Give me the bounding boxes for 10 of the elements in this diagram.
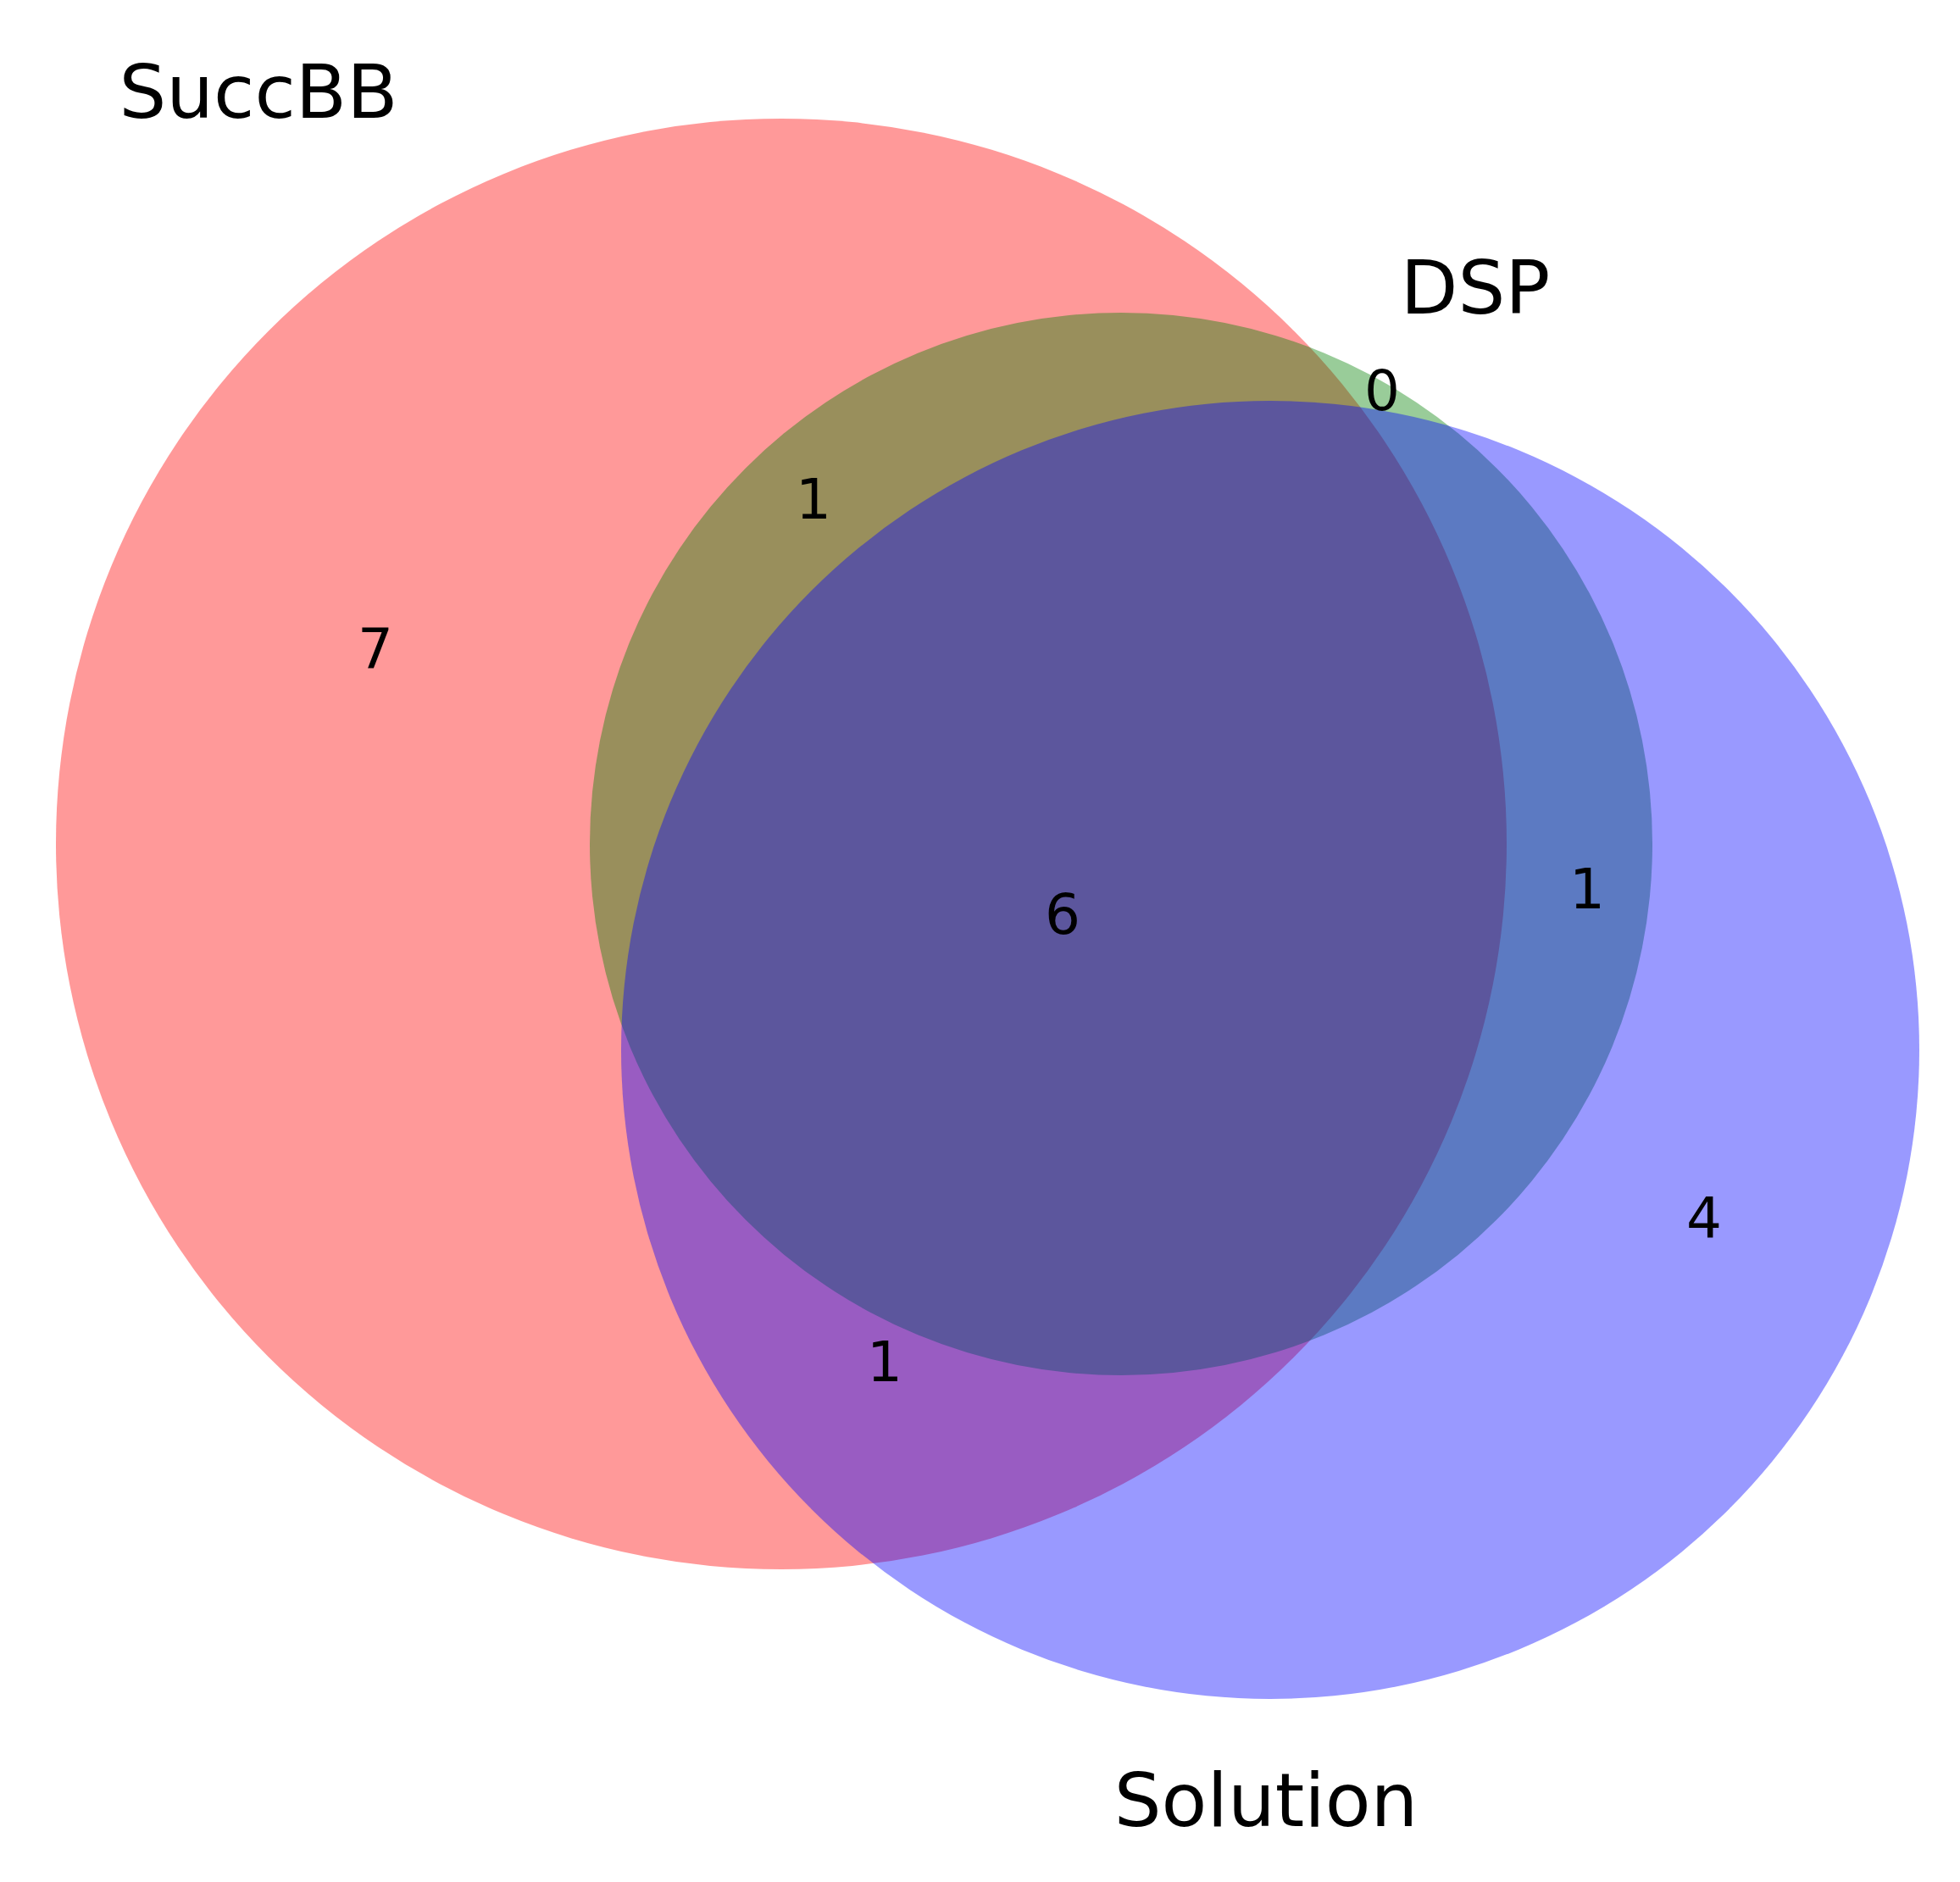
region-count: 6	[1045, 887, 1080, 943]
set-label: DSP	[1400, 243, 1551, 331]
region-count: 7	[358, 622, 393, 678]
region-count: 1	[867, 1335, 902, 1391]
region-count: 1	[796, 472, 831, 528]
region-count: 4	[1686, 1191, 1722, 1246]
region-count: 0	[1364, 364, 1400, 419]
set-label: Solution	[1113, 1756, 1419, 1844]
region-count: 1	[1569, 862, 1605, 918]
set-label: SuccBB	[119, 47, 398, 136]
